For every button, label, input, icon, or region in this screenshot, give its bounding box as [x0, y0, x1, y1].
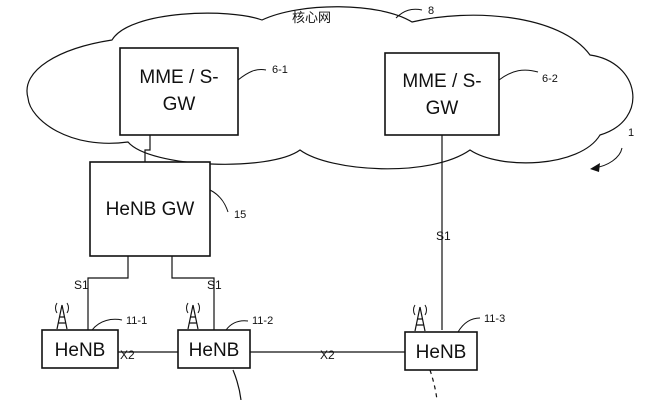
- mme-sgw-1-line1: MME / S-: [139, 67, 218, 88]
- coverage-boundary-middle: [232, 369, 242, 400]
- core-network-label: 核心网: [292, 10, 331, 25]
- core-network-cloud: [26, 6, 634, 170]
- henb-3-leader: [457, 317, 481, 333]
- henb-gw-ref: 15: [234, 209, 246, 221]
- henb-box-2: [177, 329, 251, 369]
- henb-1-ref: 11-1: [126, 315, 147, 327]
- mme1-henbgw-link: [144, 135, 151, 162]
- antenna-icon: [413, 304, 427, 332]
- mme-sgw-box-1: [119, 47, 239, 136]
- mme-sgw-1-line2: GW: [163, 94, 196, 115]
- core-network-leader: [395, 8, 423, 19]
- henb-1-label: HeNB: [55, 340, 106, 361]
- mme-sgw-1-ref: 6-1: [272, 64, 288, 76]
- system-ref: 1: [628, 127, 634, 139]
- henb-1-leader: [91, 318, 123, 331]
- coverage-boundary-right: [429, 369, 438, 400]
- s1-middle-label: S1: [207, 278, 222, 292]
- mme-sgw-2-leader: [498, 69, 539, 81]
- henb-3-ref: 11-3: [484, 313, 505, 325]
- system-arrowhead: [590, 163, 600, 172]
- x2-left-label: X2: [120, 348, 135, 362]
- mme-sgw-2-line2: GW: [426, 98, 459, 119]
- mme-sgw-2-line1: MME / S-: [402, 71, 481, 92]
- x2-right-label: X2: [320, 348, 335, 362]
- antenna-icon: [55, 302, 69, 330]
- mme-sgw-1-leader: [237, 69, 267, 81]
- henb-gw-label: HeNB GW: [106, 199, 195, 220]
- s1-right-label: S1: [436, 229, 451, 243]
- s1-left-link: [87, 256, 129, 330]
- henb-2-ref: 11-2: [252, 315, 273, 327]
- henb-3-label: HeNB: [416, 342, 467, 363]
- mme-sgw-box-2: [384, 52, 500, 136]
- henb-box-1: [41, 329, 119, 369]
- henb-gw-leader: [209, 189, 229, 213]
- henb-gw-box: [89, 161, 211, 257]
- s1-left-label: S1: [74, 278, 89, 292]
- core-network-ref: 8: [428, 5, 434, 17]
- antenna-icon: [186, 302, 200, 330]
- henb-2-leader: [225, 320, 249, 331]
- s1-middle-link: [171, 256, 215, 330]
- henb-box-3: [404, 331, 478, 371]
- mme-sgw-2-ref: 6-2: [542, 73, 558, 85]
- henb-2-label: HeNB: [189, 340, 240, 361]
